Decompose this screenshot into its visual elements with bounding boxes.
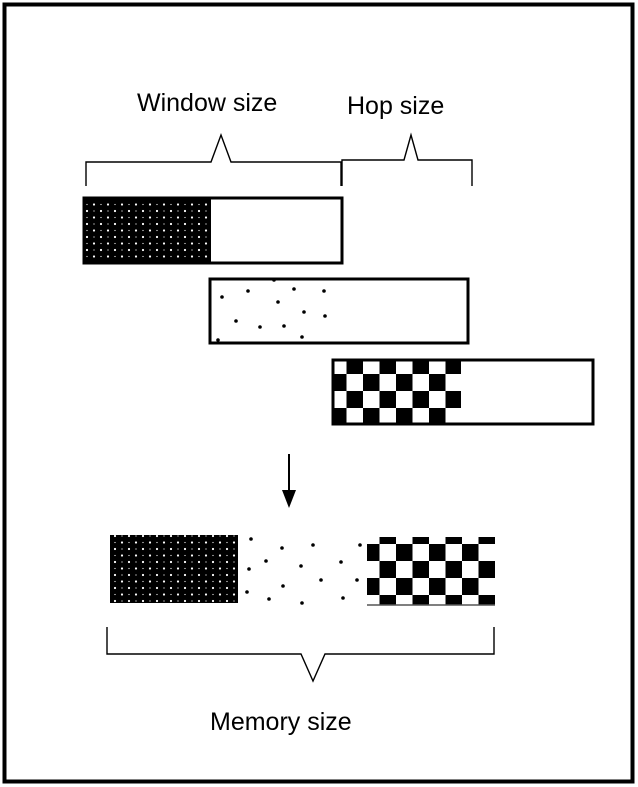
window-frame-3	[331, 358, 595, 426]
memory-size-label: Memory size	[210, 708, 352, 736]
window-1-outline	[82, 196, 344, 265]
memory-dotted-segment	[245, 537, 362, 605]
hop-size-label: Hop size	[347, 92, 445, 120]
window-size-brace	[85, 132, 342, 186]
window-2-dotted-region	[216, 278, 327, 342]
window-3-checker-region	[333, 360, 461, 424]
window-2-outline	[208, 277, 470, 345]
memory-strip	[110, 535, 495, 606]
window-3-outline	[331, 358, 595, 426]
memory-checker-segment	[367, 537, 495, 605]
memory-size-brace	[106, 627, 495, 683]
window-frame-2	[208, 277, 470, 345]
memory-dense-segment	[110, 535, 238, 603]
hop-size-brace	[341, 132, 473, 186]
window-frame-1	[82, 196, 344, 265]
window-1-filled-region	[84, 198, 211, 263]
window-size-label: Window size	[137, 89, 278, 117]
down-arrow-icon	[282, 454, 296, 508]
